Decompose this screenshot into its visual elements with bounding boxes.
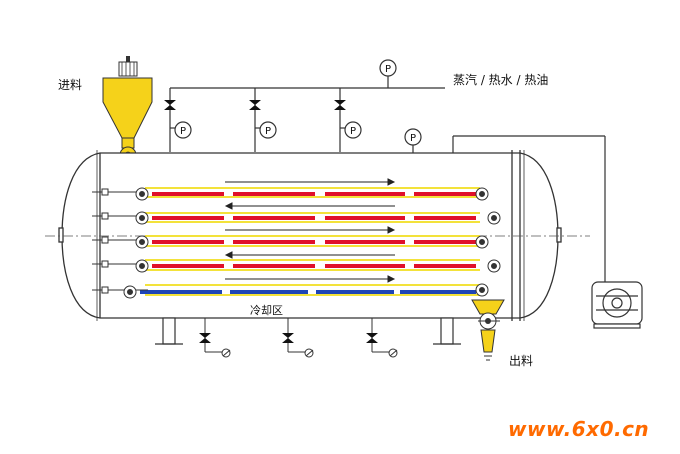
- discharge-outlet: [471, 299, 505, 361]
- cooling-tubes: [140, 290, 476, 294]
- left-tube-headers: [92, 187, 149, 299]
- pressure-gauge-main: P: [379, 59, 397, 77]
- label-cooling-zone: 冷却区: [250, 304, 283, 317]
- supply-valves: [164, 100, 346, 110]
- vacuum-line: [452, 135, 606, 282]
- label-feed: 进料: [58, 78, 83, 92]
- watermark: www.6x0.cn: [508, 417, 650, 441]
- supply-pipe: [169, 75, 445, 152]
- svg-text:P: P: [350, 126, 356, 137]
- svg-text:P: P: [180, 126, 186, 137]
- pressure-gauge-1: P: [174, 121, 192, 139]
- bottom-drains: [204, 318, 398, 358]
- label-discharge: 出料: [509, 354, 534, 368]
- flow-arrows: [224, 178, 396, 283]
- svg-text:P: P: [385, 64, 391, 75]
- bottom-valves: [199, 333, 378, 343]
- pressure-gauge-4: P: [404, 128, 422, 153]
- right-tube-headers: [475, 187, 501, 297]
- svg-text:P: P: [265, 126, 271, 137]
- supports: [155, 317, 461, 345]
- label-heating-media: 蒸汽 / 热水 / 热油: [453, 73, 549, 87]
- pressure-gauge-3: P: [344, 121, 362, 139]
- vacuum-pump: [591, 281, 643, 329]
- pressure-gauge-2: P: [259, 121, 277, 139]
- tube-bundle: [92, 178, 501, 299]
- svg-text:P: P: [410, 133, 416, 144]
- heating-tubes: [152, 192, 476, 268]
